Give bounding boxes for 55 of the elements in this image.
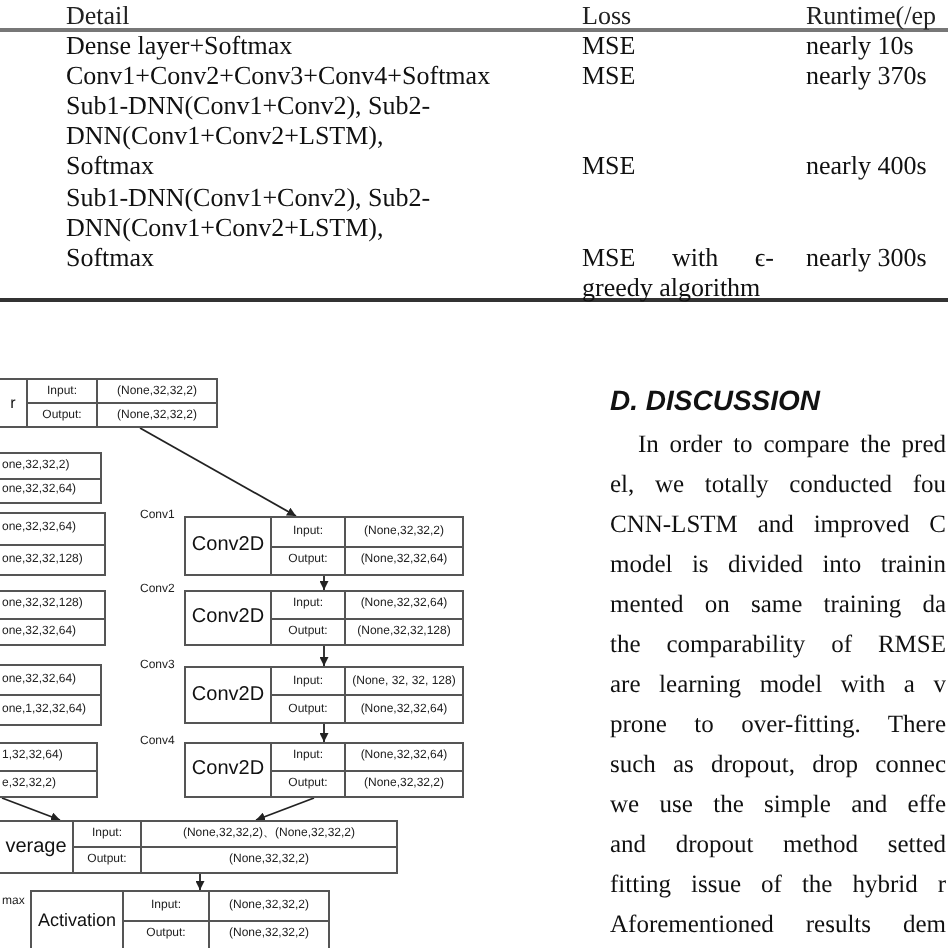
paragraph-line: Aforementioned results dem — [610, 908, 946, 942]
table-cell: MSE — [582, 150, 636, 182]
layer-name: Conv2D — [191, 536, 265, 556]
paragraph-line: we use the simple and effe — [610, 788, 946, 822]
arrow — [319, 645, 329, 667]
layer-box — [0, 452, 102, 504]
layer-name: r — [10, 395, 16, 411]
paragraph-line: fitting issue of the hybrid r — [610, 868, 946, 902]
table-header: Loss — [582, 0, 632, 31]
paragraph-line: prone to over-fitting. There — [610, 708, 946, 742]
layer-name: verage — [5, 837, 67, 857]
arrow — [1, 797, 61, 821]
arrow — [139, 427, 297, 517]
layer-box — [0, 820, 398, 874]
layer-box — [0, 378, 218, 428]
paragraph-line: CNN-LSTM and improved C — [610, 508, 946, 542]
layer-box — [184, 590, 464, 646]
paragraph-line: mented on same training da — [610, 588, 946, 622]
section-heading: D. DISCUSSION — [610, 382, 821, 418]
layer-box — [0, 742, 98, 798]
table-cell: Dense layer+Softmax — [66, 30, 293, 61]
table-cell: nearly 10s — [806, 30, 914, 61]
arrow — [255, 797, 315, 821]
table-cell: MSE — [582, 30, 636, 61]
table-cell: nearly 300s — [806, 242, 927, 273]
table-cell: nearly 370s — [806, 60, 927, 91]
table-cell: MSE — [582, 60, 636, 91]
paragraph-line: model is divided into trainin — [610, 548, 946, 582]
paragraph-line: In order to compare the pred — [638, 428, 946, 462]
table-cell: MSE with ϵ- greedy algorithm — [582, 242, 774, 303]
layer-box — [0, 664, 102, 726]
table-header: Detail — [66, 0, 130, 31]
table-header: Runtime(/ep — [806, 0, 936, 31]
layer-box — [0, 590, 106, 646]
paragraph-line: and dropout method setted — [610, 828, 946, 862]
layer-box — [184, 742, 464, 798]
arrow — [195, 873, 205, 891]
layer-name: Activation — [37, 911, 117, 929]
table-cell: Conv1+Conv2+Conv3+Conv4+Softmax — [66, 60, 491, 91]
layer-box — [184, 666, 464, 724]
paragraph-line: el, we totally conducted fou — [610, 468, 946, 502]
paragraph-line: are learning model with a v — [610, 668, 946, 702]
layer-name: Conv2D — [191, 685, 265, 705]
arrow — [319, 575, 329, 591]
paragraph-line: the comparability of RMSE — [610, 628, 946, 662]
table-cell: nearly 400s — [806, 150, 927, 182]
layer-box — [30, 890, 330, 948]
table-cell-text: Sub1-DNN(Conv1+Conv2), Sub2-DNN(Conv1+Conv2+LSTM), Softmax — [66, 181, 433, 273]
arrow — [319, 723, 329, 743]
table-cell-text: Sub1-DNN(Conv1+Conv2), Sub2-DNN(Conv1+Conv2+LSTM), Softmax — [66, 90, 433, 182]
paragraph-line: such as dropout, drop connec — [610, 748, 946, 782]
layer-box — [0, 512, 106, 576]
layer-name: Conv2D — [191, 760, 265, 780]
layer-name: Conv2D — [191, 608, 265, 628]
layer-box — [184, 516, 464, 576]
